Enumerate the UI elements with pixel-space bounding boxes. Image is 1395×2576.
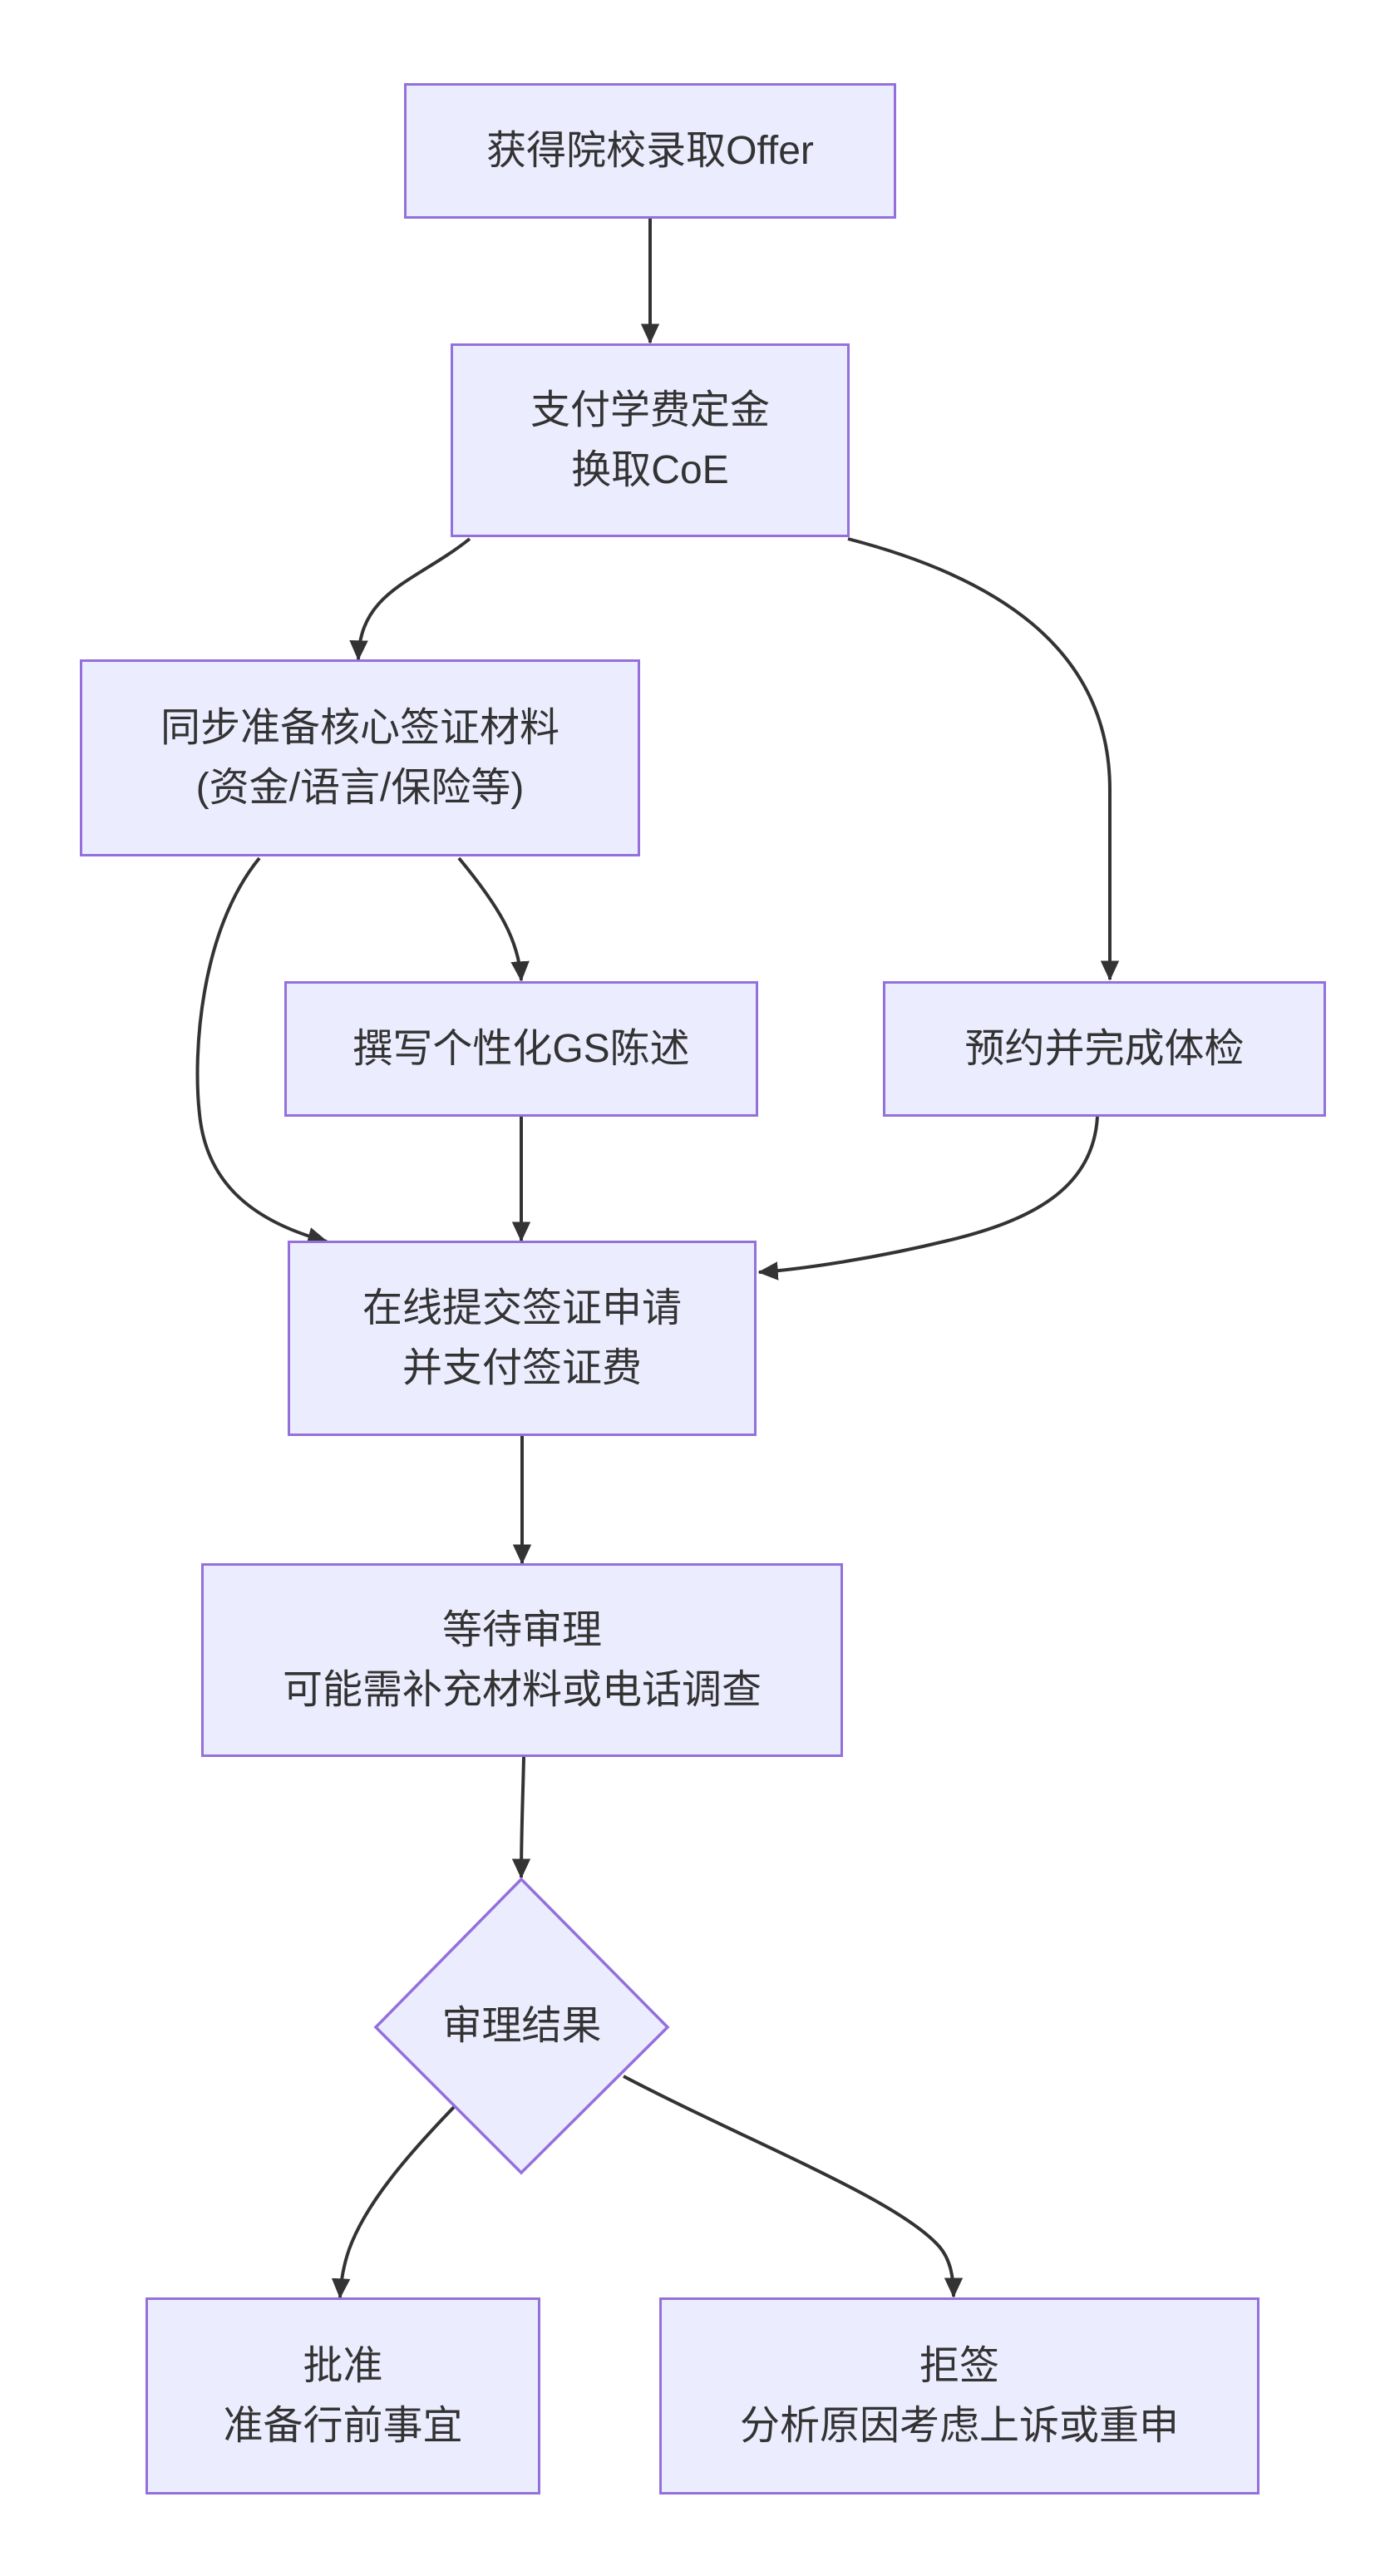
edge-result-to-refused <box>623 2075 964 2298</box>
node-refused: 拒签 分析原因考虑上诉或重申 <box>659 2297 1259 2495</box>
edge-materials-to-submit <box>195 856 328 1246</box>
edge-result-to-approved <box>331 2105 456 2299</box>
node-approved: 批准 准备行前事宜 <box>145 2297 540 2495</box>
node-offer: 获得院校录取Offer <box>404 83 896 219</box>
node-coe: 支付学费定金 换取CoE <box>451 343 850 537</box>
node-wait-processing: 等待审理 可能需补充材料或电话调查 <box>201 1563 843 1757</box>
node-materials: 同步准备核心签证材料 (资金/语言/保险等) <box>80 659 640 856</box>
node-gs-statement: 撰写个性化GS陈述 <box>284 981 758 1117</box>
node-medical-exam: 预约并完成体检 <box>883 981 1326 1117</box>
edge-medical-to-submit <box>757 1116 1099 1281</box>
node-submit-application: 在线提交签证申请 并支付签证费 <box>288 1241 757 1436</box>
node-result-decision: 审理结果 <box>441 2003 602 2048</box>
node-result-diamond-shape <box>373 1877 670 2175</box>
edge-wait-to-result <box>511 1756 531 1879</box>
edge-materials-to-gs <box>457 856 530 982</box>
edge-coe-to-medical <box>847 537 1120 981</box>
edge-coe-to-materials <box>349 537 471 661</box>
